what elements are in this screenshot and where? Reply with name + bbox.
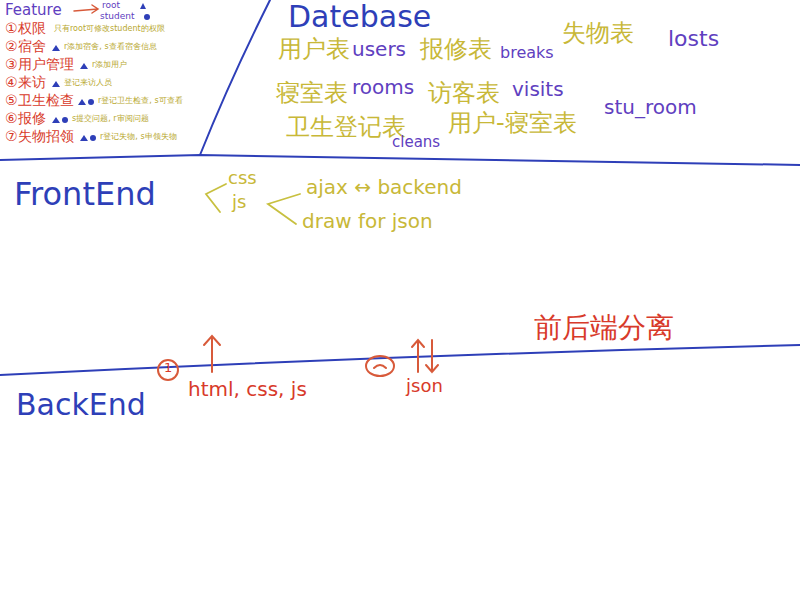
- note-label: 前后端分离: [534, 312, 674, 344]
- oval-mark: [366, 356, 394, 376]
- table-label: 报修表: [420, 36, 492, 64]
- feature-label: ③用户管理: [5, 56, 74, 72]
- role-label: root: [102, 0, 120, 10]
- up-arrow: [412, 340, 424, 372]
- note-label: 只有root可修改student的权限: [54, 24, 165, 33]
- up-arrow: [204, 336, 220, 372]
- heading-label: Datebase: [288, 0, 431, 35]
- table-name-label: users: [352, 38, 406, 61]
- role-icon: [80, 135, 88, 141]
- divider-line: [0, 155, 800, 165]
- table-name-label: cleans: [392, 134, 440, 151]
- feature-label: ④来访: [5, 74, 46, 90]
- oval-mark: [374, 365, 386, 368]
- note-label: r登记失物, s申领失物: [100, 132, 177, 141]
- role-icon: [88, 99, 94, 105]
- note-label: r添加宿舍, s查看宿舍信息: [64, 42, 157, 51]
- heading-label: Feature: [5, 2, 62, 19]
- feature-label: ⑥报修: [5, 110, 46, 126]
- role-icon: [52, 45, 60, 51]
- role-icon: [80, 63, 88, 69]
- role-icon: [144, 14, 150, 20]
- bracket: [206, 184, 226, 212]
- note-label: r添加用户: [92, 60, 127, 69]
- divider-line: [200, 0, 270, 155]
- bracket: [268, 194, 300, 224]
- note-label: json: [406, 376, 443, 397]
- table-name-label: breaks: [500, 44, 554, 62]
- note-label: s提交问题, r审阅问题: [72, 114, 149, 123]
- note-label: css: [228, 168, 257, 189]
- role-icon: [52, 117, 60, 123]
- note-label: html, css, js: [188, 378, 307, 401]
- note-label: ajax ↔ backend: [306, 176, 462, 199]
- role-icon: [140, 3, 146, 9]
- down-arrow: [426, 340, 438, 372]
- table-name-label: visits: [512, 78, 564, 101]
- role-icon: [90, 135, 96, 141]
- table-label: 访客表: [428, 80, 500, 108]
- table-label: 失物表: [562, 20, 634, 48]
- feature-label: ⑤卫生检查: [5, 92, 74, 108]
- feature-label: ①权限: [5, 20, 46, 36]
- note-label: 登记来访人员: [64, 78, 112, 87]
- role-icon: [52, 81, 60, 87]
- arrow-line: [74, 5, 98, 13]
- note-label: js: [232, 192, 246, 213]
- table-name-label: stu_room: [604, 96, 697, 119]
- table-label: 用户-寝室表: [448, 110, 577, 138]
- feature-label: ②宿舍: [5, 38, 46, 54]
- note-label: r登记卫生检查, s可查看: [98, 96, 183, 105]
- circled-mark: [158, 360, 178, 380]
- note-label: draw for json: [302, 210, 433, 233]
- divider-line: [0, 345, 800, 375]
- callout-number-label: 1: [164, 361, 172, 376]
- role-icon: [78, 99, 86, 105]
- table-name-label: losts: [668, 26, 719, 51]
- feature-label: ⑦失物招领: [5, 128, 74, 144]
- heading-label: FrontEnd: [14, 176, 156, 213]
- table-label: 卫生登记表: [286, 114, 406, 142]
- role-label: student: [100, 11, 134, 21]
- table-label: 寝室表: [276, 80, 348, 108]
- table-label: 用户表: [278, 36, 350, 64]
- table-name-label: rooms: [352, 76, 414, 99]
- role-icon: [62, 117, 68, 123]
- heading-label: BackEnd: [16, 388, 146, 423]
